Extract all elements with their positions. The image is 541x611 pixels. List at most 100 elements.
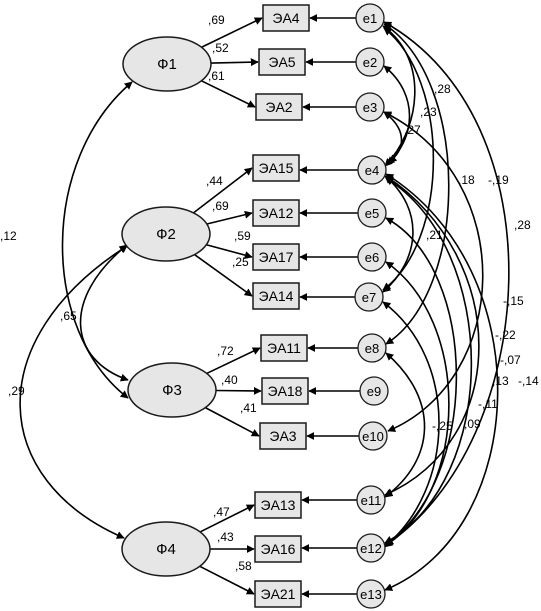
error-node-e1: e1 xyxy=(355,3,385,33)
loading-F4-EA21 xyxy=(199,565,255,595)
error-covariance-label: -,19 xyxy=(488,173,509,187)
indicator-node-ea11: ЭА11 xyxy=(260,334,308,362)
indicator-box xyxy=(252,199,300,227)
loading-label: ,72 xyxy=(217,344,234,358)
factor-node-f1: Ф1 xyxy=(122,36,212,92)
error-covariance-label: -,22 xyxy=(495,328,516,342)
error-label: e10 xyxy=(362,429,384,444)
error-node-e13: e13 xyxy=(356,579,386,609)
error-node-e8: e8 xyxy=(357,333,387,363)
error-covariance-label: -,14 xyxy=(518,374,539,388)
loading-label: ,69 xyxy=(208,13,225,27)
indicator-label: ЭА18 xyxy=(268,383,303,399)
indicator-label: ЭА16 xyxy=(261,541,296,557)
factor-correlation-F2-F3 xyxy=(79,244,129,382)
loading-F1-EA5 xyxy=(210,58,259,67)
loading-label: ,43 xyxy=(217,530,234,544)
error-label: e11 xyxy=(361,493,382,508)
loading-F1-EA2 xyxy=(201,80,256,108)
loading-label: ,25 xyxy=(232,255,249,269)
loading-label: ,61 xyxy=(208,69,225,83)
indicator-box xyxy=(254,580,302,608)
error-label: e3 xyxy=(363,100,377,115)
indicator-node-ea12: ЭА12 xyxy=(252,199,300,227)
indicator-label: ЭА5 xyxy=(268,54,295,70)
loading-label: ,44 xyxy=(206,174,223,188)
indicator-label: ЭА2 xyxy=(265,99,292,115)
error-node-e6: e6 xyxy=(357,242,387,272)
error-covariance-label: ,13 xyxy=(492,374,509,388)
error-covariance-label: ,21 xyxy=(426,228,443,242)
indicator-label: ЭА11 xyxy=(267,340,301,356)
loading-label: ,40 xyxy=(221,373,238,387)
indicator-node-ea4: ЭА4 xyxy=(262,4,310,32)
factor-correlation-label: ,29 xyxy=(8,384,25,398)
error-covariance-e1-e7 xyxy=(382,27,435,291)
loading-F2-EA14 xyxy=(194,253,253,297)
indicator-label: ЭА15 xyxy=(259,160,294,176)
error-label: e8 xyxy=(365,341,379,356)
indicator-box xyxy=(262,4,310,32)
error-label: e12 xyxy=(360,541,382,556)
factor-ellipse xyxy=(121,206,211,262)
indicator-node-ea14: ЭА14 xyxy=(252,282,300,310)
indicator-node-ea18: ЭА18 xyxy=(261,377,309,405)
error-label: e5 xyxy=(365,206,379,221)
factor-label: Ф2 xyxy=(156,226,176,243)
error-node-e3: e3 xyxy=(355,92,385,122)
loading-label: ,58 xyxy=(235,559,252,573)
error-circle xyxy=(355,47,385,77)
indicator-node-ea17: ЭА17 xyxy=(252,243,300,271)
indicator-node-ea16: ЭА16 xyxy=(254,535,302,563)
indicator-node-ea2: ЭА2 xyxy=(255,93,303,121)
factor-ellipse xyxy=(127,362,217,418)
loading-F1-EA4 xyxy=(201,17,263,48)
error-label: e13 xyxy=(360,587,382,602)
error-covariance-e4-e12 xyxy=(384,177,473,544)
indicator-label: ЭА14 xyxy=(259,288,294,304)
indicator-label: ЭА17 xyxy=(259,249,294,265)
error-covariance-label: ,28 xyxy=(514,218,531,232)
error-node-e10: e10 xyxy=(358,421,388,451)
error-circle xyxy=(357,242,387,272)
error-covariance-e1-e4 xyxy=(382,25,416,167)
factor-node-f3: Ф3 xyxy=(127,362,217,418)
error-circle xyxy=(355,3,385,33)
indicator-box xyxy=(255,93,303,121)
indicator-label: ЭА12 xyxy=(259,205,294,221)
error-circle xyxy=(355,92,385,122)
error-label: e1 xyxy=(363,11,377,26)
factor-correlation-label: ,12 xyxy=(0,229,17,243)
error-covariance-label: ,27 xyxy=(404,123,421,137)
error-circle xyxy=(356,533,386,563)
indicator-box xyxy=(260,334,308,362)
error-circle xyxy=(357,198,387,228)
error-label: e6 xyxy=(365,250,379,265)
error-covariance-label: ,18 xyxy=(458,173,475,187)
indicator-box xyxy=(258,48,306,76)
error-circle xyxy=(354,282,384,312)
factor-ellipse xyxy=(121,521,211,577)
indicator-box xyxy=(252,282,300,310)
error-covariance-label: -,11 xyxy=(478,397,498,411)
error-node-e7: e7 xyxy=(354,282,384,312)
factor-correlation-F1-F3 xyxy=(61,81,133,399)
loading-F3-EA18 xyxy=(215,386,262,395)
error-node-e5: e5 xyxy=(357,198,387,228)
loading-F4-EA13 xyxy=(199,504,255,533)
indicator-box xyxy=(254,535,302,563)
loading-F3-EA3 xyxy=(204,406,260,437)
error-covariance-e4-e13 xyxy=(384,173,499,591)
error-node-e12: e12 xyxy=(356,533,386,563)
indicator-node-ea3: ЭА3 xyxy=(259,422,307,450)
error-label: e4 xyxy=(365,163,379,178)
error-node-e9: e9 xyxy=(359,376,389,406)
indicator-node-ea5: ЭА5 xyxy=(258,48,306,76)
factor-label: Ф3 xyxy=(162,382,182,399)
loading-F3-EA11 xyxy=(206,347,261,375)
factor-label: Ф4 xyxy=(156,541,176,558)
loading-label: ,69 xyxy=(212,199,229,213)
error-covariance-label: ,23 xyxy=(420,105,437,119)
factor-correlation-label: ,65 xyxy=(60,309,77,323)
